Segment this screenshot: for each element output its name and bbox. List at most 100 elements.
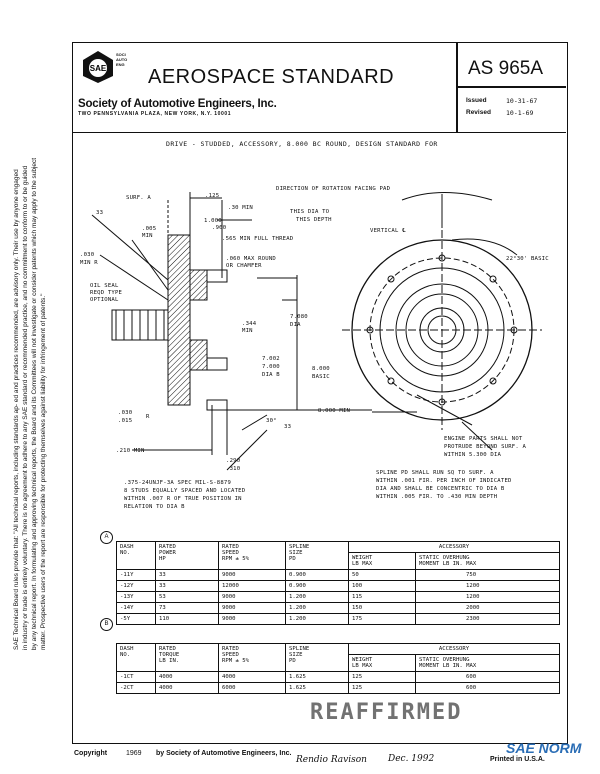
t2-r0-c2: 4000: [218, 671, 286, 683]
label-dia-b: DIA B: [262, 372, 280, 378]
label-dim-210: .210 MIN: [116, 448, 145, 454]
label-r: R: [146, 414, 150, 420]
label-dim-7000: 7.000: [262, 364, 280, 370]
side-line-4: matter. Prospective users of the report …: [40, 293, 47, 650]
label-full-thread: .565 MIN FULL THREAD: [222, 236, 294, 242]
t1-r1-c5: 1200: [415, 580, 560, 592]
revised-label: Revised: [466, 109, 491, 116]
label-8000-min: 8.000 MIN: [318, 408, 351, 414]
label-dim-960: .960: [212, 225, 227, 231]
label-dim-1000: 1.000: [204, 218, 222, 224]
t1-r4-c3: 1.200: [285, 613, 349, 625]
label-oil-seal: OIL SEAL: [90, 283, 119, 289]
footer-copyright: Copyright: [74, 750, 108, 757]
t1-header-spline: SPLINE SIZE PD: [285, 541, 349, 570]
t1-header-speed: RATED SPEED RPM ± 5%: [218, 541, 286, 570]
t2-r1-c0: -2CT: [116, 682, 156, 694]
t1-r0-c1: 33: [155, 569, 219, 581]
side-legal-notice: SAE Technical Board rules provide that: …: [12, 150, 48, 650]
label-min-005: MIN: [142, 233, 153, 239]
label-min-344: MIN: [242, 328, 253, 334]
t1-r3-c5: 2000: [415, 602, 560, 614]
t1-r1-c0: -12Y: [116, 580, 156, 592]
label-dim-005: .005: [142, 226, 157, 232]
logo-caption: SOCI AUTO ENG: [116, 52, 136, 67]
label-rotation: DIRECTION OF ROTATION FACING PAD: [276, 186, 391, 192]
t2-r0-c3: 1.625: [285, 671, 349, 683]
label-basic: BASIC: [312, 374, 330, 380]
organization-address: TWO PENNSYLVANIA PLAZA, NEW YORK, N.Y. 1…: [78, 111, 232, 117]
label-surf-a: SURF. A: [126, 195, 151, 201]
t2-header-spline: SPLINE SIZE PD: [285, 643, 349, 672]
t1-r1-c4: 100: [348, 580, 416, 592]
t1-r1-c3: 0.900: [285, 580, 349, 592]
t1-r2-c1: 53: [155, 591, 219, 603]
label-dim-060: .060 MAX ROUND: [226, 256, 276, 262]
footer-organization: by Society of Automotive Engineers, Inc.: [156, 750, 292, 757]
label-dim-33b: 33: [284, 424, 292, 430]
t2-header-accessory: ACCESSORY: [348, 643, 560, 655]
signature: Rendio Ravison: [296, 755, 367, 765]
t1-r0-c5: 750: [415, 569, 560, 581]
header-divider-horizontal: [456, 86, 566, 88]
t1-r0-c4: 50: [348, 569, 416, 581]
t1-r4-c2: 9000: [218, 613, 286, 625]
table-row: -13Y 53 9000 1.200 115 1200: [116, 591, 560, 603]
t1-r2-c4: 115: [348, 591, 416, 603]
label-stud-note-1: .375-24UNJF-3A SPEC MIL-S-8879: [124, 480, 232, 486]
label-dim-33: 33: [96, 210, 104, 216]
t2-r1-c1: 4000: [155, 682, 219, 694]
t1-r2-c5: 1200: [415, 591, 560, 603]
label-dim-290: .290: [226, 458, 241, 464]
t1-r3-c0: -14Y: [116, 602, 156, 614]
technical-drawing: [91, 192, 542, 471]
label-spline-note-1: SPLINE PD SHALL RUN SQ TO SURF. A: [376, 470, 494, 476]
table1-marker: A: [100, 531, 113, 544]
t2-header-speed: RATED SPEED RPM ± 5%: [218, 643, 286, 672]
t1-r1-c1: 33: [155, 580, 219, 592]
t2-subheader-weight: WEIGHT LB MAX: [348, 654, 416, 672]
t1-header-dash: DASH NO.: [116, 541, 156, 570]
t1-r3-c3: 1.200: [285, 602, 349, 614]
side-line-2: in industry or trade is entirely volunta…: [22, 165, 29, 650]
label-min-r: MIN R: [80, 260, 98, 266]
label-or-chamfer: OR CHAMFER: [226, 263, 262, 269]
label-dim-015: .015: [118, 418, 133, 424]
t1-header-power: RATED POWER HP: [155, 541, 219, 570]
t2-r1-c2: 6000: [218, 682, 286, 694]
t2-r1-c5: 600: [415, 682, 560, 694]
table-row: -12Y 33 12000 0.900 100 1200: [116, 580, 560, 592]
t1-r2-c0: -13Y: [116, 591, 156, 603]
logo-caption-1: SOCI: [116, 52, 126, 57]
label-dim-8000: 8.000: [312, 366, 330, 372]
label-spline-note-3: DIA AND SHALL BE CONCENTRIC TO DIA B: [376, 486, 505, 492]
label-this-depth: THIS DEPTH: [296, 217, 332, 223]
signature-date: Dec. 1992: [388, 754, 435, 764]
t1-r0-c2: 9000: [218, 569, 286, 581]
logo-text: SAE: [90, 64, 107, 73]
t1-r0-c0: -11Y: [116, 569, 156, 581]
label-stud-note-4: RELATION TO DIA B: [124, 504, 185, 510]
label-spline-note-2: WITHIN .001 FIR. PER INCH OF INDICATED: [376, 478, 512, 484]
label-this-dia: THIS DIA TO: [290, 209, 330, 215]
table-row: -14Y 73 9000 1.200 150 2000: [116, 602, 560, 614]
label-dim-125: .125: [205, 193, 220, 199]
logo-caption-2: AUTO: [116, 57, 128, 62]
revised-date: 10-1-69: [506, 109, 534, 117]
label-dim-7080: 7.080: [290, 314, 308, 320]
label-dim-344: .344: [242, 321, 257, 327]
label-dia: DIA: [290, 322, 301, 328]
table1-marker-b: B: [100, 618, 113, 631]
table-row: -11Y 33 9000 0.900 50 750: [116, 569, 560, 581]
t2-header-dash: DASH NO.: [116, 643, 156, 672]
label-dim-030b: .030: [118, 410, 133, 416]
label-stud-note-3: WITHIN .007 R OF TRUE POSITION IN: [124, 496, 242, 502]
issued-label: Issued: [466, 97, 487, 104]
t1-r0-c3: 0.900: [285, 569, 349, 581]
side-line-3: by any technical report. In formulating …: [31, 157, 38, 650]
t1-subheader-moment: STATIC OVERHUNG MOMENT LB IN. MAX: [415, 552, 560, 570]
t1-r3-c1: 73: [155, 602, 219, 614]
t2-r0-c0: -1CT: [116, 671, 156, 683]
t1-r4-c0: -5Y: [116, 613, 156, 625]
label-reqd-type: REQD TYPE: [90, 290, 123, 296]
